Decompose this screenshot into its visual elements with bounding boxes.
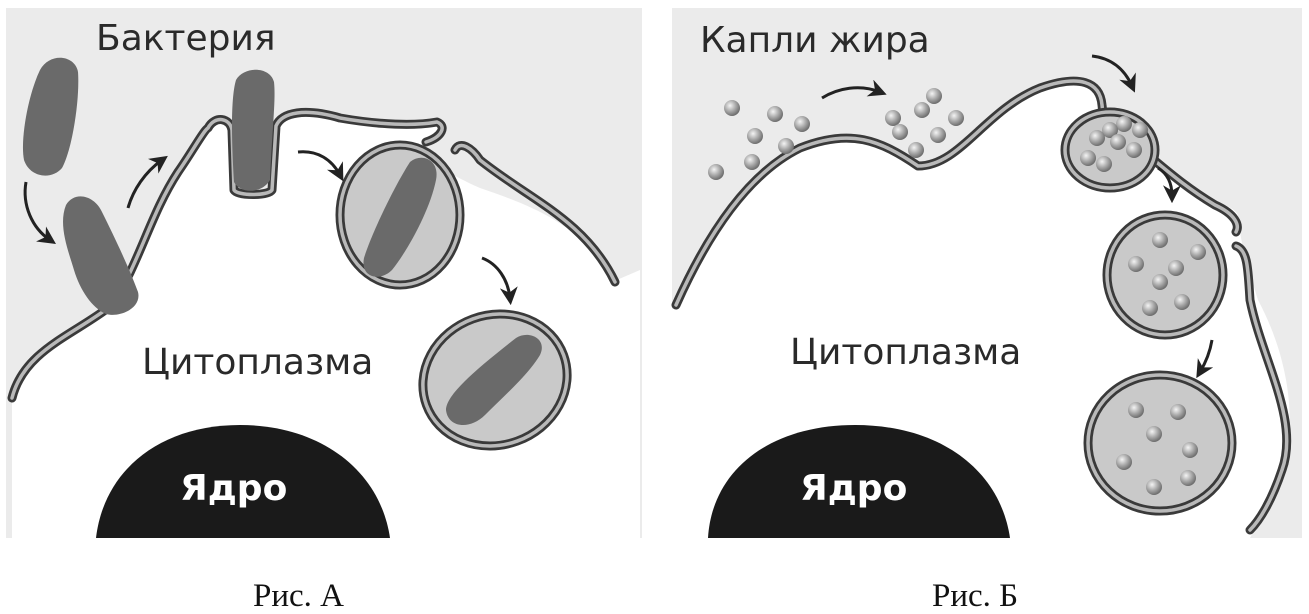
caption-a: Рис. А [253,578,344,614]
panel-b: Капли жира Цитоплазма Ядро [671,8,1302,538]
label-bacteria: Бактерия [96,18,276,59]
fat-droplets-vesicle-2 [1128,232,1206,316]
arrow-b-1 [821,79,887,100]
fat-droplets-outside-2 [885,88,964,158]
fat-droplets-vesicle-1 [1080,116,1148,172]
panel-a-nucleus [96,425,390,538]
arrow-a-4 [481,256,518,306]
bacterium-2 [63,196,139,315]
arrow-b-4 [1196,339,1214,379]
label-cytoplasm-a: Цитоплазма [142,342,373,383]
label-nucleus-a: Ядро [180,468,287,509]
arrow-a-2 [126,155,168,209]
bacterium-5 [446,334,542,426]
fat-droplets-outside-1 [708,100,810,180]
arrow-b-3 [1157,166,1181,204]
bacterium-4 [363,157,437,277]
label-nucleus-b: Ядро [800,468,907,509]
bacterium-3 [232,69,275,191]
fat-droplets-vesicle-3 [1116,402,1198,495]
arrow-b-2 [1091,54,1136,93]
bacterium-1 [22,57,79,176]
caption-b: Рис. Б [932,578,1018,614]
label-fat-droplets: Капли жира [700,20,930,61]
panel-b-nucleus [708,425,1010,538]
arrow-a-1 [23,181,56,244]
arrow-a-3 [297,150,344,182]
panel-a: Бактерия Цитоплазма Ядро [6,8,642,539]
label-cytoplasm-b: Цитоплазма [790,332,1021,373]
